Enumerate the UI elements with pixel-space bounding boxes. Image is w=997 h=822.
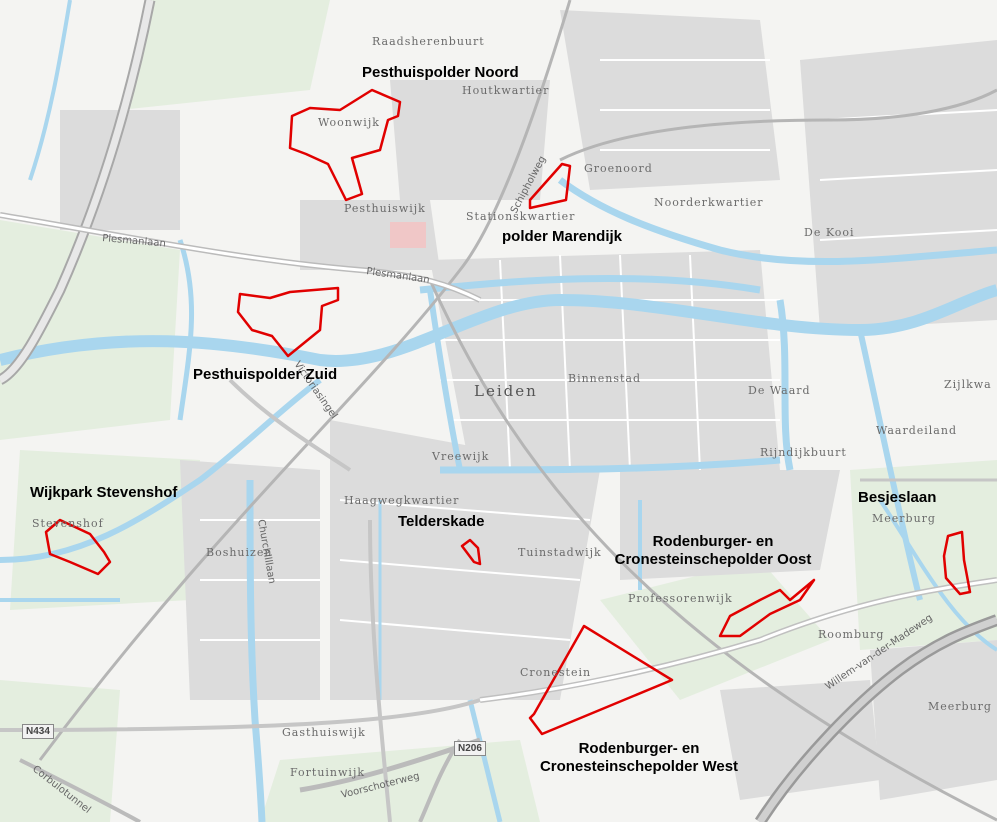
boundary-oost bbox=[718, 578, 816, 638]
railways bbox=[38, 0, 997, 822]
place-vreewijk: Vreewijk bbox=[431, 450, 489, 463]
place-boshuizen: Boshuizen bbox=[206, 546, 272, 559]
label-oost: Rodenburger- en Cronesteinschepolder Oos… bbox=[588, 533, 838, 569]
place-professorenwijk: Professorenwijk bbox=[628, 592, 733, 605]
label-oost-line-1: Rodenburger- en bbox=[652, 533, 774, 550]
place-raadsherenbuurt: Raadsherenbuurt bbox=[372, 35, 485, 48]
place-tuinstadwijk: Tuinstadwijk bbox=[518, 546, 602, 559]
road-shield-n434: N434 bbox=[22, 724, 54, 739]
boundary-pesthuispolder-zuid bbox=[236, 286, 340, 358]
area-boundaries bbox=[44, 88, 972, 736]
label-west-line-2: Cronesteinschepolder West bbox=[539, 758, 739, 775]
place-stationskwartier: Stationskwartier bbox=[466, 210, 575, 223]
label-pesthuispolder-noord: Pesthuispolder Noord bbox=[362, 64, 519, 81]
place-noorderkwartier: Noorderkwartier bbox=[654, 196, 764, 209]
place-meerburg-2: Meerburg bbox=[928, 700, 992, 713]
label-oost-line-2: Cronesteinschepolder Oost bbox=[614, 551, 812, 568]
label-besjeslaan: Besjeslaan bbox=[858, 489, 937, 506]
place-pesthuiswijk: Pesthuiswijk bbox=[344, 202, 426, 215]
label-west: Rodenburger- en Cronesteinschepolder Wes… bbox=[510, 740, 768, 776]
label-west-line-1: Rodenburger- en bbox=[578, 740, 700, 757]
place-zijlkwartier: Zijlkwa bbox=[944, 378, 992, 391]
place-labels: Raadsherenbuurt Houtkwartier Groenoord N… bbox=[32, 35, 992, 779]
boundary-wijkpark-stevenshof bbox=[44, 518, 112, 576]
label-wijkpark-stevenshof: Wijkpark Stevenshof bbox=[30, 484, 178, 501]
place-waardeiland: Waardeiland bbox=[876, 424, 957, 437]
boundary-west bbox=[528, 624, 674, 736]
boundary-besjeslaan bbox=[942, 530, 972, 596]
place-binnenstad: Binnenstad bbox=[568, 372, 641, 385]
place-dekooi: De Kooi bbox=[804, 226, 855, 239]
boundary-telderskade bbox=[460, 538, 482, 566]
road-shield-n206: N206 bbox=[454, 741, 486, 756]
place-roomburg: Roomburg bbox=[818, 628, 884, 641]
place-rijndijkbuurt: Rijndijkbuurt bbox=[760, 446, 847, 459]
place-fortuinwijk: Fortuinwijk bbox=[290, 766, 365, 779]
place-dewaard: De Waard bbox=[748, 384, 811, 397]
place-meerburg: Meerburg bbox=[872, 512, 936, 525]
boundary-pesthuispolder-noord bbox=[288, 88, 402, 202]
label-pesthuispolder-zuid: Pesthuispolder Zuid bbox=[193, 366, 338, 383]
place-haagwegkwartier: Haagwegkwartier bbox=[344, 494, 459, 507]
place-woonwijk: Woonwijk bbox=[318, 116, 380, 129]
label-telderskade: Telderskade bbox=[398, 513, 485, 530]
place-stevenshof: Stevenshof bbox=[32, 517, 104, 530]
place-leiden: Leiden bbox=[474, 382, 538, 400]
place-houtkwartier: Houtkwartier bbox=[462, 84, 549, 97]
label-polder-marendijk: polder Marendijk bbox=[502, 228, 623, 245]
boundary-polder-marendijk bbox=[528, 162, 572, 210]
place-cronestein: Cronestein bbox=[520, 666, 591, 679]
hospital-area bbox=[390, 222, 426, 248]
place-groenoord: Groenoord bbox=[584, 162, 653, 175]
place-gasthuiswijk: Gasthuiswijk bbox=[282, 726, 366, 739]
